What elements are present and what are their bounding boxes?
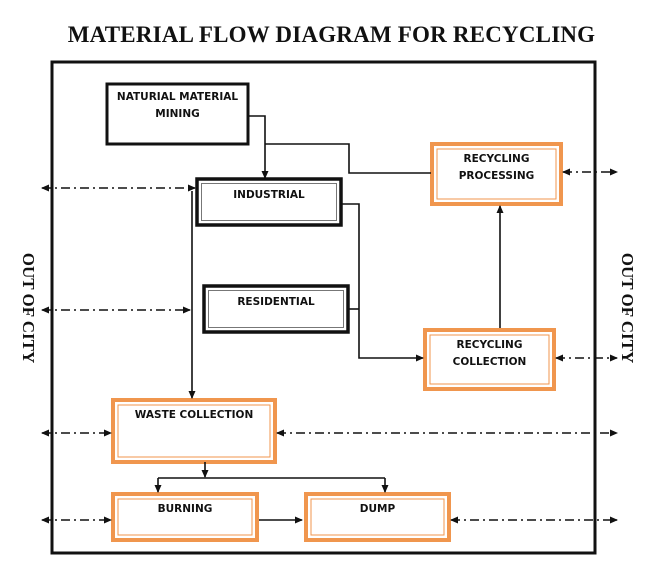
edge-mining-recycling-processing [265,143,431,174]
node-dump[interactable] [304,492,451,542]
node-recycling-collection[interactable] [423,328,556,391]
node-waste-collection[interactable] [111,398,277,464]
edge-mining-industrial [248,115,269,179]
node-burning-label: BURNING [157,503,213,515]
node-recycling-processing[interactable] [430,142,563,206]
node-mining[interactable] [105,82,250,146]
node-mining-label-line1: NATURIAL MATERIAL [116,91,239,103]
node-burning[interactable] [111,492,259,542]
node-recycling-processing-line1: RECYCLING [463,153,530,165]
diagram-title: MATERIAL FLOW DIAGRAM FOR RECYCLING [67,22,596,47]
node-recycling-processing-line2: PROCESSING [458,170,535,182]
node-recycling-collection-line2: COLLECTION [452,356,527,368]
edge-waste-collection-burning [158,477,385,492]
node-mining-label-line2: MINING [155,108,200,120]
node-industrial[interactable] [195,177,343,227]
node-recycling-collection-label: RECYCLING COLLECTION [425,337,554,371]
node-mining-label: NATURIAL MATERIAL MINING [107,89,248,123]
node-industrial-label: INDUSTRIAL [233,189,305,201]
node-recycling-processing-label: RECYCLING PROCESSING [432,151,561,185]
node-residential[interactable] [202,284,350,334]
edge-industrial-recycling-collection [341,203,424,362]
node-waste-collection-label: WASTE COLLECTION [134,409,254,421]
node-residential-label: RESIDENTIAL [237,296,315,308]
node-recycling-collection-line1: RECYCLING [456,339,523,351]
node-dump-label: DUMP [359,503,396,515]
